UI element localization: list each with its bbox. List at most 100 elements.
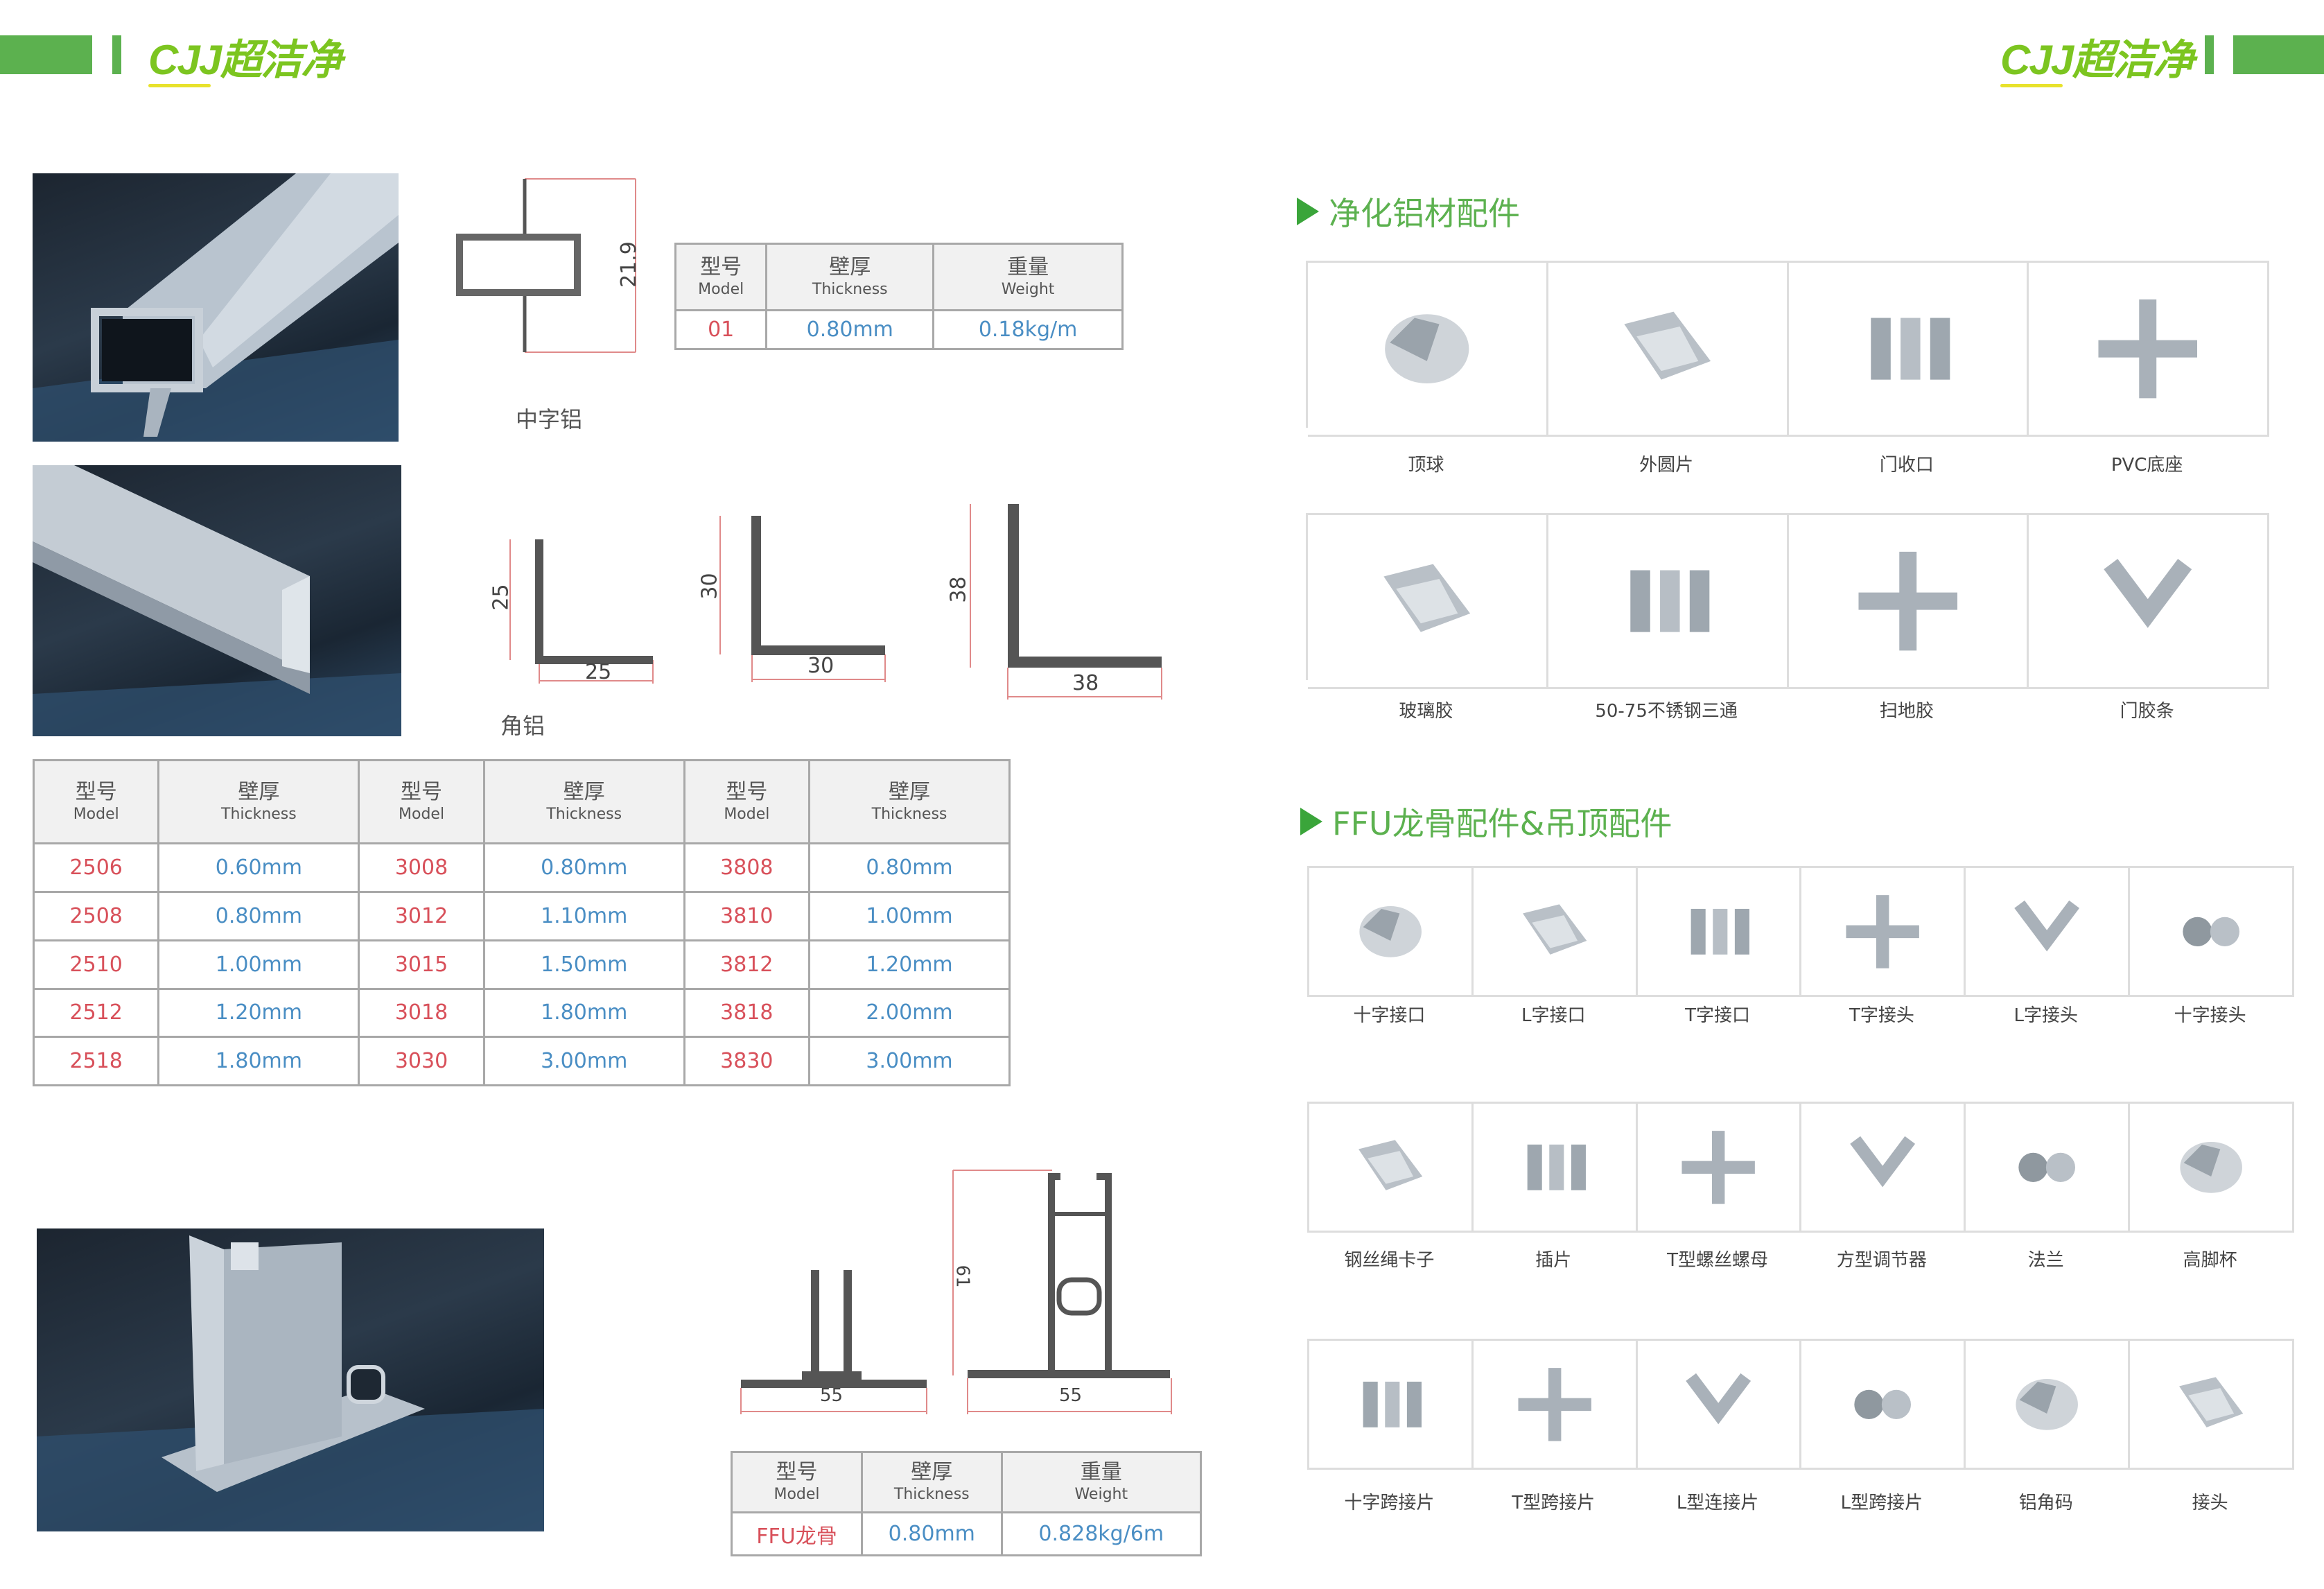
- product-image-cell: [2130, 868, 2294, 997]
- product-image-cell: [1788, 515, 2029, 689]
- section-title-text: FFU龙骨配件&吊顶配件: [1332, 805, 1672, 842]
- product-image-cell: [1966, 1104, 2131, 1233]
- thickness-cell: 3.00mm: [482, 1036, 685, 1086]
- product-image-cell: [2130, 1341, 2294, 1470]
- product-image: [1522, 903, 1587, 955]
- weight-cell: 0.18kg/m: [932, 309, 1124, 350]
- zhong-profile-label: 中字铝: [516, 406, 583, 433]
- product-image-cell: [1548, 263, 1789, 437]
- thickness-cell: 0.80mm: [808, 842, 1011, 894]
- product-label: 铝角码: [2018, 1493, 2073, 1513]
- header-green-block-right: [2233, 35, 2324, 74]
- model-cell: 2518: [32, 1036, 160, 1086]
- thickness-cell: 1.80mm: [482, 987, 685, 1039]
- product-image-cell: [1788, 263, 2029, 437]
- model-cell: 01: [674, 309, 768, 350]
- angle-diagram-25: 25 25: [489, 537, 656, 686]
- dimension-width: 55: [820, 1385, 844, 1406]
- model-cell: 3810: [683, 891, 811, 941]
- product-image-cell: [1637, 1341, 1802, 1470]
- product-image: [2098, 299, 2198, 399]
- product-label: 十字跨接片: [1344, 1493, 1435, 1513]
- thickness-cell: 0.80mm: [861, 1511, 1003, 1556]
- thickness-cell: 1.00mm: [157, 939, 360, 990]
- product-image-cell: [1473, 1341, 1638, 1470]
- product-image: [1686, 1373, 1751, 1425]
- angle-diagram-30: 30 30: [697, 512, 887, 685]
- product-image: [1691, 908, 1750, 955]
- product-label: 外圆片: [1639, 455, 1694, 476]
- thickness-cell: 0.80mm: [482, 842, 685, 894]
- product-row: [1306, 261, 2269, 437]
- header-divider-right: [2205, 35, 2214, 74]
- product-image: [2180, 1141, 2242, 1193]
- product-image-cell: [1966, 1341, 2131, 1470]
- product-label: T字接口: [1685, 1005, 1751, 1026]
- product-image-cell: [1309, 1104, 1474, 1233]
- ffu-diagram-right: 61 55: [948, 1163, 1173, 1417]
- thickness-cell: 1.80mm: [157, 1036, 360, 1086]
- section-title-text: 净化铝材配件: [1329, 195, 1520, 232]
- product-label: T字接头: [1849, 1005, 1914, 1026]
- angle-profile-label: 角铝: [500, 713, 545, 739]
- product-image: [1383, 564, 1471, 632]
- product-image-cell: [1548, 515, 1789, 689]
- model-cell: FFU龙骨: [731, 1511, 863, 1556]
- section-title-ffu-accessories: FFU龙骨配件&吊顶配件: [1300, 799, 1672, 844]
- product-label: 方型调节器: [1836, 1250, 1927, 1271]
- product-image: [2016, 1378, 2079, 1430]
- product-image: [1630, 570, 1710, 632]
- product-label: 十字接头: [2174, 1005, 2246, 1026]
- product-image-cell: [1309, 1341, 1474, 1470]
- product-label: 高脚杯: [2183, 1250, 2237, 1271]
- logo-text: CJJ超洁净: [148, 37, 342, 83]
- product-label: 法兰: [2027, 1250, 2064, 1271]
- ffu-profile-photo: [37, 1228, 544, 1531]
- product-image: [2183, 917, 2239, 946]
- product-image-cell: [1801, 1341, 1966, 1470]
- model-cell: 2508: [32, 891, 160, 941]
- zhong-profile-diagram: 21.9: [452, 175, 646, 358]
- thickness-cell: 1.00mm: [808, 891, 1011, 941]
- product-row: [1307, 1102, 2294, 1233]
- product-image: [1385, 313, 1469, 383]
- product-image: [1858, 551, 1957, 651]
- product-image-cell: [1308, 263, 1548, 437]
- thickness-cell: 0.80mm: [765, 309, 935, 350]
- product-image-cell: [1308, 515, 1548, 689]
- product-label: L字接口: [1521, 1005, 1586, 1026]
- thickness-cell: 0.60mm: [157, 842, 360, 894]
- table-row: FFU龙骨 0.80mm 0.828kg/6m: [731, 1511, 1203, 1556]
- product-image-cell: [1309, 868, 1474, 997]
- product-image-cell: [2130, 1104, 2294, 1233]
- thickness-cell: 1.20mm: [157, 987, 360, 1039]
- product-image: [2104, 558, 2192, 628]
- product-image-cell: [2029, 515, 2269, 689]
- zhong-profile-photo: [33, 173, 399, 442]
- product-label: 门收口: [1879, 455, 1934, 476]
- model-cell: 2512: [32, 987, 160, 1039]
- dimension-height: 30: [697, 573, 722, 600]
- dimension-width: 38: [1072, 671, 1099, 695]
- model-cell: 3812: [683, 939, 811, 990]
- triangle-bullet-icon: [1297, 198, 1319, 225]
- thickness-cell: 0.80mm: [157, 891, 360, 941]
- dimension-width: 25: [585, 660, 612, 684]
- model-cell: 3012: [358, 891, 485, 941]
